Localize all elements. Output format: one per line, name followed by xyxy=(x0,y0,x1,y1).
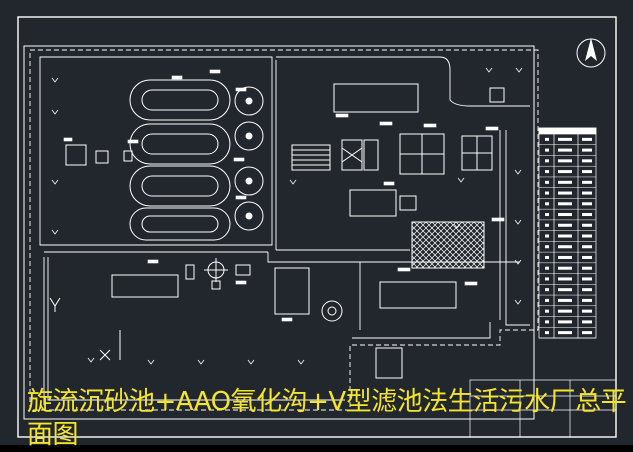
aao-oxidation-ditches xyxy=(129,79,231,241)
legend-row-name-mark xyxy=(558,298,572,302)
legend-row-name-mark xyxy=(558,148,572,152)
legend-row-number-mark xyxy=(545,255,549,259)
legend-row-number-mark xyxy=(545,266,549,270)
legend-row-size-mark xyxy=(582,320,592,324)
legend-row-size-mark xyxy=(582,266,592,270)
legend-row-size-mark xyxy=(582,170,592,174)
legend-row-size-mark xyxy=(582,202,592,206)
drawing-frame xyxy=(17,16,617,438)
callout-tags xyxy=(63,69,505,322)
legend-row-name-mark xyxy=(558,170,572,174)
legend-row-number-mark xyxy=(545,277,549,281)
title-block xyxy=(469,379,617,438)
legend-row-size-mark xyxy=(582,288,592,292)
legend-row-name-mark xyxy=(558,245,572,249)
legend-row-number-mark xyxy=(545,234,549,238)
pretreatment-structures xyxy=(49,144,251,361)
legend-row-number-mark xyxy=(545,298,549,302)
legend-row-name-mark xyxy=(558,159,572,163)
legend-row-name-mark xyxy=(558,331,572,335)
site-boundary xyxy=(29,49,539,411)
legend-row-size-mark xyxy=(582,309,592,313)
legend-row-number-mark xyxy=(545,320,549,324)
legend-row-size-mark xyxy=(582,148,592,152)
legend-row-number-mark xyxy=(545,202,549,206)
legend-row-number-mark xyxy=(545,223,549,227)
legend-row-name-mark xyxy=(558,234,572,238)
legend-row-name-mark xyxy=(558,320,572,324)
legend-row-name-mark xyxy=(558,213,572,217)
legend-row-name-mark xyxy=(558,309,572,313)
sludge-drying-yard xyxy=(411,221,485,269)
process-buildings xyxy=(274,83,505,379)
legend-row-number-mark xyxy=(545,331,549,335)
legend-row-size-mark xyxy=(582,331,592,335)
legend-row-number-mark xyxy=(545,288,549,292)
legend-row-number-mark xyxy=(545,180,549,184)
legend-row-size-mark xyxy=(582,180,592,184)
legend-row-size-mark xyxy=(582,245,592,249)
legend-row-name-mark xyxy=(558,266,572,270)
legend-row-name-mark xyxy=(558,137,572,141)
legend-row-number-mark xyxy=(545,309,549,313)
legend-row-name-mark xyxy=(558,288,572,292)
legend-row-name-mark xyxy=(558,202,572,206)
legend-row-size-mark xyxy=(582,234,592,238)
legend-row-name-mark xyxy=(558,255,572,259)
legend-row-number-mark xyxy=(545,245,549,249)
secondary-clarifiers xyxy=(234,86,343,322)
legend-row-size-mark xyxy=(582,255,592,259)
legend-row-number-mark xyxy=(545,159,549,163)
legend-row-name-mark xyxy=(558,191,572,195)
legend-row-size-mark xyxy=(582,159,592,163)
legend-row-number-mark xyxy=(545,137,549,141)
legend-row-size-mark xyxy=(582,223,592,227)
legend-row-name-mark xyxy=(558,180,572,184)
legend-row-size-mark xyxy=(582,137,592,141)
legend-row-name-mark xyxy=(558,277,572,281)
north-arrow-icon xyxy=(576,38,606,68)
legend-row-size-mark xyxy=(582,213,592,217)
legend-row-number-mark xyxy=(545,170,549,174)
legend-row-size-mark xyxy=(582,191,592,195)
legend-row-number-mark xyxy=(545,213,549,217)
drawing-caption: 旋流沉砂池+AAO氧化沟+V型滤池法生活污水厂总平面图 xyxy=(27,387,627,450)
legend-row-number-mark xyxy=(545,148,549,152)
legend-row-name-mark xyxy=(558,223,572,227)
legend-row-size-mark xyxy=(582,277,592,281)
legend-row-size-mark xyxy=(582,298,592,302)
tree-markers xyxy=(51,67,523,365)
legend-table-rows xyxy=(539,137,596,339)
legend-row-number-mark xyxy=(545,191,549,195)
